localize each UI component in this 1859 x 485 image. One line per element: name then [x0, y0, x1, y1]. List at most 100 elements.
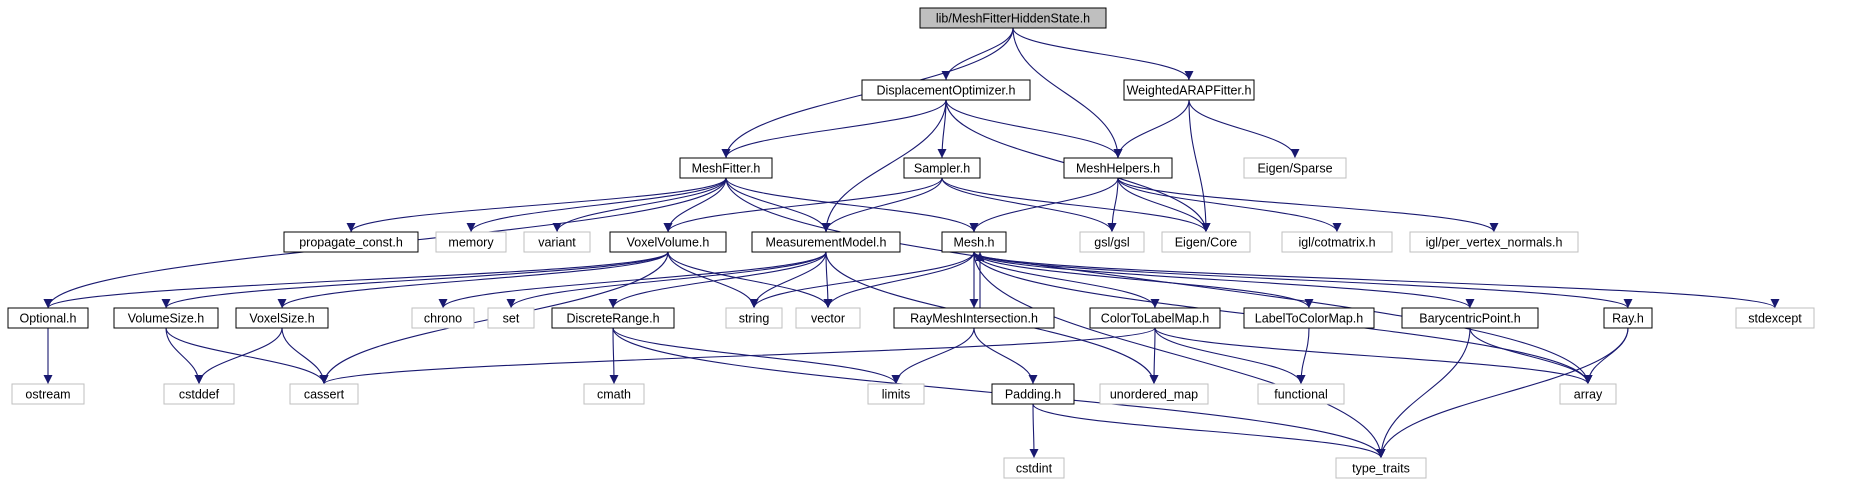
- edge-meshfitter-to-variant: [552, 177, 727, 233]
- node-label: memory: [448, 236, 494, 250]
- node-meshfitter[interactable]: MeshFitter.h: [679, 157, 773, 179]
- node-cstdint: cstdint: [1003, 457, 1065, 479]
- node-stdexcept: stdexcept: [1735, 307, 1815, 329]
- edge-voxelvolume-to-voxelsize: [277, 251, 669, 309]
- edge-mesh-to-typetraits: [973, 251, 1386, 459]
- node-box: [551, 307, 675, 329]
- node-label: type_traits: [1352, 462, 1410, 476]
- node-sampler[interactable]: Sampler.h: [903, 157, 981, 179]
- node-box: [1063, 157, 1173, 179]
- edge-measmodel-to-string: [749, 251, 827, 309]
- edge-padding-to-cstdint: [1029, 403, 1039, 459]
- node-variant: variant: [523, 231, 591, 253]
- node-box: [1335, 457, 1427, 479]
- node-label: VolumeSize.h: [128, 312, 204, 326]
- node-cmath: cmath: [583, 383, 645, 405]
- node-box: [861, 79, 1031, 101]
- node-root[interactable]: lib/MeshFitterHiddenState.h: [919, 7, 1107, 29]
- node-ray[interactable]: Ray.h: [1603, 307, 1653, 329]
- node-label: Eigen/Sparse: [1257, 162, 1332, 176]
- node-label: MeshFitter.h: [692, 162, 761, 176]
- node-label: cassert: [304, 388, 345, 402]
- node-padding[interactable]: Padding.h: [991, 383, 1075, 405]
- node-box: [1559, 383, 1617, 405]
- edge-meshfitter-to-mesh: [725, 177, 979, 233]
- node-gsl: gsl/gsl: [1079, 231, 1145, 253]
- node-functional: functional: [1257, 383, 1345, 405]
- node-iglcot: igl/cotmatrix.h: [1281, 231, 1393, 253]
- node-eigencore: Eigen/Core: [1161, 231, 1251, 253]
- edge-root-to-dispopt: [941, 27, 1014, 81]
- node-box: [867, 383, 925, 405]
- node-box: [725, 307, 783, 329]
- node-box: [163, 383, 235, 405]
- node-voxelvolume[interactable]: VoxelVolume.h: [609, 231, 727, 253]
- node-label: BarycentricPoint.h: [1419, 312, 1520, 326]
- node-propconst[interactable]: propagate_const.h: [283, 231, 419, 253]
- node-unorderedmap: unordered_map: [1099, 383, 1209, 405]
- edge-colortolabel-to-unorderedmap: [1149, 327, 1159, 385]
- node-dispopt[interactable]: DisplacementOptimizer.h: [861, 79, 1031, 101]
- node-box: [289, 383, 359, 405]
- node-box: [487, 307, 535, 329]
- node-volumesize[interactable]: VolumeSize.h: [113, 307, 219, 329]
- node-box: [1401, 307, 1539, 329]
- edge-meshhelpers-to-mesh: [969, 177, 1119, 233]
- node-box: [1161, 231, 1251, 253]
- node-mesh[interactable]: Mesh.h: [941, 231, 1007, 253]
- node-label: unordered_map: [1110, 388, 1198, 402]
- edge-meshhelpers-to-iglpvn: [1117, 177, 1499, 233]
- node-chrono: chrono: [411, 307, 475, 329]
- edge-ray-to-typetraits: [1376, 327, 1629, 459]
- node-limits: limits: [867, 383, 925, 405]
- node-label: cmath: [597, 388, 631, 402]
- node-box: [679, 157, 773, 179]
- node-meshhelpers[interactable]: MeshHelpers.h: [1063, 157, 1173, 179]
- edge-warap-to-meshhelpers: [1113, 99, 1190, 159]
- edge-padding-to-typetraits: [1032, 403, 1386, 459]
- node-label: MeshHelpers.h: [1076, 162, 1160, 176]
- node-cstddef: cstddef: [163, 383, 235, 405]
- edge-colortolabel-to-array: [1154, 327, 1593, 385]
- node-barycentric[interactable]: BarycentricPoint.h: [1401, 307, 1539, 329]
- node-box: [523, 231, 591, 253]
- node-colortolabel[interactable]: ColorToLabelMap.h: [1089, 307, 1221, 329]
- node-discrange[interactable]: DiscreteRange.h: [551, 307, 675, 329]
- edge-sampler-to-eigencore: [941, 177, 1211, 233]
- node-voxelsize[interactable]: VoxelSize.h: [235, 307, 329, 329]
- edge-volumesize-to-cstddef: [165, 327, 204, 385]
- node-warap[interactable]: WeightedARAPFitter.h: [1123, 79, 1255, 101]
- edge-discrange-to-cmath: [609, 327, 619, 385]
- node-raymesh[interactable]: RayMeshIntersection.h: [893, 307, 1055, 329]
- edge-raymesh-to-padding: [973, 327, 1038, 385]
- node-label: RayMeshIntersection.h: [910, 312, 1038, 326]
- edge-barycentric-to-array: [1469, 327, 1593, 385]
- edge-ray-to-array: [1583, 327, 1629, 385]
- node-optional[interactable]: Optional.h: [7, 307, 89, 329]
- edge-mesh-to-ray: [973, 251, 1633, 309]
- edge-discrange-to-limits: [612, 327, 901, 385]
- edge-barycentric-to-typetraits: [1376, 327, 1471, 459]
- node-box: [1735, 307, 1815, 329]
- node-label: array: [1574, 388, 1603, 402]
- edge-dispopt-to-meshhelpers: [945, 99, 1123, 159]
- edge-volumesize-to-cassert: [165, 327, 329, 385]
- node-box: [1123, 79, 1255, 101]
- edge-meshhelpers-to-eigencore: [1117, 177, 1211, 233]
- node-box: [235, 307, 329, 329]
- node-array: array: [1559, 383, 1617, 405]
- edge-measmodel-to-chrono: [438, 251, 827, 309]
- node-box: [795, 307, 861, 329]
- edge-raymesh-to-limits: [891, 327, 975, 385]
- node-label: Padding.h: [1005, 388, 1061, 402]
- node-labeltocolor[interactable]: LabelToColorMap.h: [1243, 307, 1375, 329]
- edge-mesh-to-barycentric: [973, 251, 1475, 309]
- edge-meshhelpers-to-iglcot: [1117, 177, 1342, 233]
- node-box: [751, 231, 901, 253]
- node-box: [583, 383, 645, 405]
- edge-sampler-to-measmodel: [821, 177, 943, 233]
- node-label: igl/cotmatrix.h: [1298, 236, 1375, 250]
- node-measmodel[interactable]: MeasurementModel.h: [751, 231, 901, 253]
- node-label: propagate_const.h: [299, 236, 403, 250]
- edges-layer: [43, 27, 1780, 459]
